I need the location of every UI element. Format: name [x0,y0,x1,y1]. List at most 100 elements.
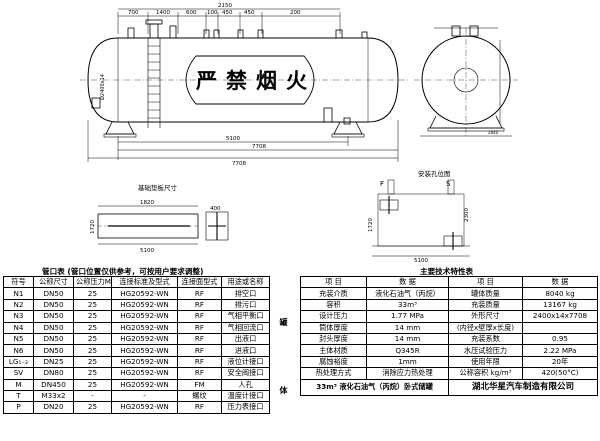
nozzle-cell: N2 [3,298,34,312]
nozzle-cell: LG₁₋₂ [3,355,34,369]
nozzle-cell: SV [3,367,34,380]
spec-cell: 2400x14x7708 [522,310,598,323]
nozzle-cell: N6 [3,344,34,357]
support-title: 安装孔位图 [418,169,451,178]
nozzle-cell: 排污口 [221,298,270,312]
nozzle-cell: 25 [73,298,112,312]
tank-side-view [80,19,408,138]
nozzle-header-cell: 符号 [3,275,34,289]
spec-footer-row: 33m³ 液化石油气（丙烷）卧式储罐湖北华星汽车制造有限公司 [300,378,598,396]
nozzle-cell: 温度计接口 [221,389,270,403]
nozzle-cell: 出液口 [221,332,270,346]
spec-header-row: 项 目数 据项 目数 据 [300,275,598,289]
nozzle-cell: 25 [73,321,112,334]
spec-cell: 液化石油气（丙烷） [366,287,449,300]
nozzle-cell: 25 [73,401,112,414]
nozzle-cell: DN80 [33,367,74,380]
nozzle-cell: HG20592-WN [111,310,178,323]
nozzle-cell: DN25 [33,355,74,369]
nozzle-cell: 进液口 [221,344,270,357]
nozzle-cell: 压力表接口 [221,401,270,414]
nozzle-cell: RF [177,367,222,380]
spec-cell: 使用年限 [448,355,523,369]
nozzle-cell: 25 [73,355,112,369]
dim-overall-bottom: 7708 [232,161,246,167]
nozzle-cell: DN450 [33,378,74,391]
dim-top-4: 100 [207,10,218,16]
nozzle-cell: 液位计接口 [221,355,270,369]
support-label-s: S [446,180,451,188]
spec-cell: 筒体厚度 [300,321,367,334]
nozzle-cell: FM [177,378,222,391]
nozzle-cell: HG20592-WN [111,332,178,346]
dim-top-2: 1400 [156,10,170,16]
nozzle-cell: HG20592-WN [111,344,178,357]
nozzle-cell: 气相回流口 [221,321,270,334]
spec-side-label-top: 罐 [279,318,288,326]
nozzle-cell: 人孔 [221,378,270,391]
nozzle-cell: HG20592-WN [111,378,178,391]
spec-cell: 设计压力 [300,310,367,323]
nozzle-table-caption: 管口表 (管口位置仅供参考，可按用户要求调整) [42,267,204,276]
nozzle-cell: 螺纹 [177,389,222,403]
spec-header-cell: 数 据 [522,275,598,289]
nozzle-cell: 25 [73,287,112,300]
spec-cell: 主体材质 [300,344,367,357]
spec-cell: 热处理方式 [300,367,367,380]
spec-footer-company: 湖北华星汽车制造有限公司 [448,378,598,396]
dim-total: 7708 [252,144,266,150]
nozzle-cell: RF [177,401,222,414]
spec-cell: 容积 [300,298,367,312]
dim-top-5: 450 [222,10,233,16]
spec-header-cell: 项 目 [300,275,367,289]
spec-cell: 公称容积 kg/m³ [448,367,523,380]
nozzle-cell: M33x2 [33,389,74,403]
spec-cell: 罐体质量 [448,287,523,300]
nozzle-header-cell: 用途或名称 [221,275,270,289]
support-dim-b: 2300 [464,208,470,222]
support-label-f: F [380,180,384,188]
dim-top-3: 600 [186,10,197,16]
foundation-dim-width: 1820 [140,200,154,206]
nozzle-cell: N4 [3,321,34,334]
slogan-char-3: 烟 [256,69,277,93]
spec-cell: 0.95 [522,332,598,346]
nozzle-cell: HG20592-WN [111,287,178,300]
nozzle-header-cell: 公称压力MPa [73,275,112,289]
support-dim-span: 5100 [414,258,428,264]
spec-header-cell: 项 目 [448,275,523,289]
spec-cell: Q345R [366,344,449,357]
spec-cell: 消除应力热处理 [366,367,449,380]
nozzle-cell: RF [177,321,222,334]
nozzle-cell: 气相平衡口 [221,310,270,323]
nozzle-cell: DN20 [33,401,74,414]
foundation-dim-span: 5100 [140,248,154,254]
spec-cell: 充装质量 [448,298,523,312]
nozzle-cell: RF [177,344,222,357]
nozzle-cell: RF [177,287,222,300]
spec-cell: 14 mm [366,321,449,334]
end-view-dim: 2840 [488,130,499,135]
support-hole-layout [372,179,470,257]
spec-cell: 水压试验压力 [448,344,523,357]
spec-table-caption: 主要技术特性表 [420,267,474,276]
foundation-dim-small: 400 [210,206,221,212]
nozzle-cell: 25 [73,310,112,323]
nozzle-cell: 25 [73,367,112,380]
nozzle-cell: DN50 [33,310,74,323]
slogan-char-1: 严 [196,69,217,93]
nozzle-cell: DN50 [33,287,74,300]
